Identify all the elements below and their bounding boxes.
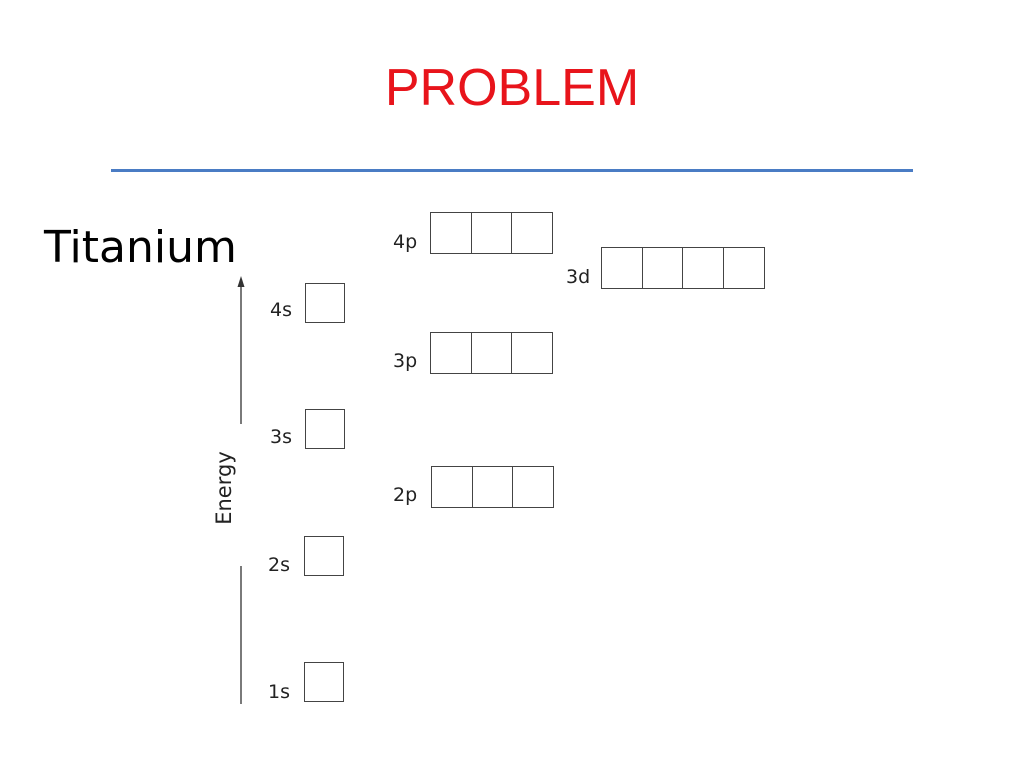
- orbital-label-3s: 3s: [270, 426, 292, 448]
- orbital-box-2s: [304, 536, 344, 576]
- orbital-row-2p: [431, 466, 554, 508]
- orbital-box-1s: [304, 662, 344, 702]
- orbital-label-2p: 2p: [393, 484, 418, 506]
- orbital-label-4s: 4s: [270, 299, 292, 321]
- orbital-box-2p: [431, 466, 473, 508]
- orbital-row-3d: [601, 247, 765, 289]
- energy-axis-arrow-icon: [237, 276, 245, 287]
- orbital-label-3d: 3d: [566, 266, 591, 288]
- orbital-row-3p: [430, 332, 553, 374]
- orbital-box-3p: [511, 332, 553, 374]
- orbital-box-3d: [641, 247, 684, 289]
- orbital-box-2p: [512, 466, 554, 508]
- orbital-box-4s: [305, 283, 345, 323]
- orbital-label-2s: 2s: [268, 554, 290, 576]
- orbital-box-3d: [601, 247, 643, 289]
- orbital-row-4p: [430, 212, 553, 254]
- orbital-label-4p: 4p: [393, 231, 418, 253]
- orbital-box-3d: [722, 247, 765, 289]
- energy-axis: [237, 276, 245, 704]
- orbital-box-3p: [430, 332, 472, 374]
- page-title: PROBLEM: [384, 59, 640, 117]
- orbital-label-1s: 1s: [268, 681, 290, 703]
- orbital-box-4p: [470, 212, 513, 254]
- energy-axis-label: Energy: [212, 451, 236, 525]
- orbital-box-4p: [430, 212, 472, 254]
- orbital-box-3s: [305, 409, 345, 449]
- orbital-box-2p: [471, 466, 514, 508]
- orbital-box-3p: [470, 332, 513, 374]
- orbital-box-4p: [511, 212, 553, 254]
- title-divider: [111, 169, 913, 172]
- orbital-label-3p: 3p: [393, 350, 418, 372]
- orbital-box-3d: [682, 247, 724, 289]
- element-name: Titanium: [44, 222, 237, 273]
